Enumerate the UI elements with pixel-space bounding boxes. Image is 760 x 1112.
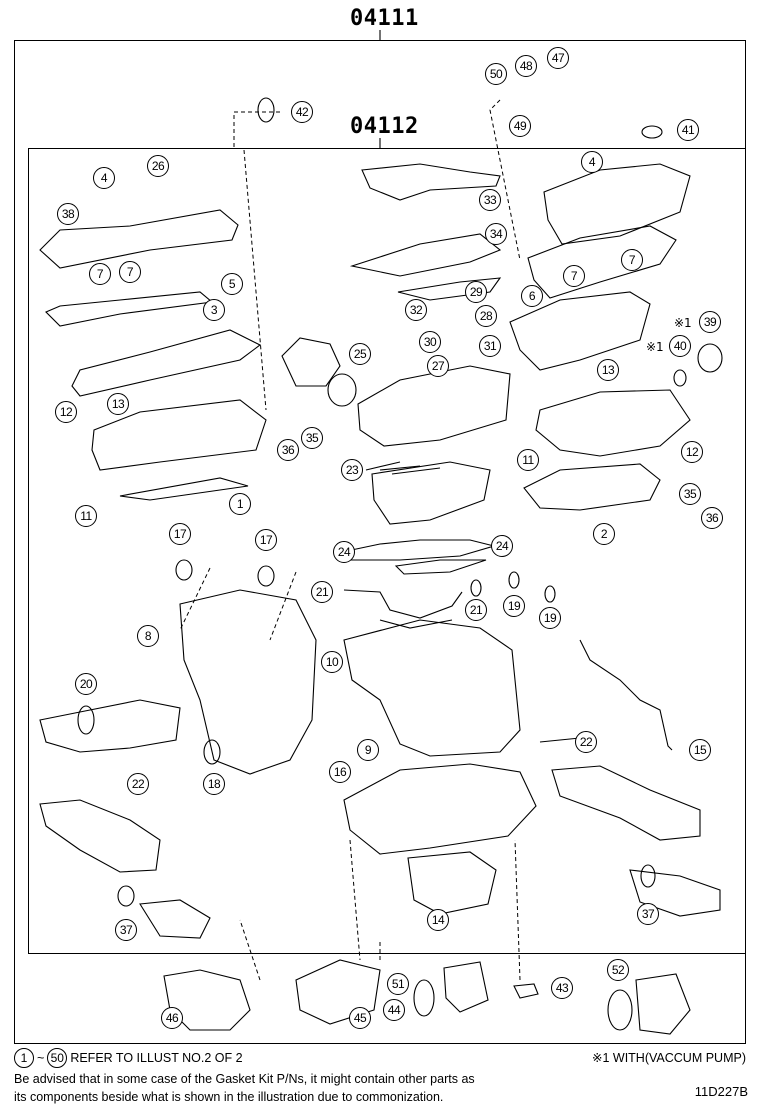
part-callout-c27[interactable]: 27	[427, 355, 449, 377]
part-callout-c19a[interactable]: 19	[503, 595, 525, 617]
part-callout-c23[interactable]: 23	[341, 459, 363, 481]
part-callout-c25[interactable]: 25	[349, 343, 371, 365]
part-callout-c28[interactable]: 28	[475, 305, 497, 327]
part-callout-c9[interactable]: 9	[357, 739, 379, 761]
reference-note: 1 ~ 50 REFER TO ILLUST NO.2 OF 2	[14, 1048, 243, 1068]
vacuum-pump-note: ※1 WITH(VACCUM PUMP)	[592, 1051, 746, 1065]
part-callout-c22a[interactable]: 22	[575, 731, 597, 753]
part-callout-c36b[interactable]: 36	[701, 507, 723, 529]
part-callout-c20[interactable]: 20	[75, 673, 97, 695]
part-callout-c7a[interactable]: 7	[89, 263, 111, 285]
advisory-line-1: Be advised that in some case of the Gask…	[14, 1072, 475, 1086]
part-callout-c26[interactable]: 26	[147, 155, 169, 177]
part-callout-c29[interactable]: 29	[465, 281, 487, 303]
part-callout-c40[interactable]: 40	[669, 335, 691, 357]
part-callout-c5[interactable]: 5	[221, 273, 243, 295]
part-callout-c30[interactable]: 30	[419, 331, 441, 353]
part-callout-c37a[interactable]: 37	[637, 903, 659, 925]
part-callout-c10[interactable]: 10	[321, 651, 343, 673]
part-callout-c39[interactable]: 39	[699, 311, 721, 333]
part-callout-c50[interactable]: 50	[485, 63, 507, 85]
part-callout-c15[interactable]: 15	[689, 739, 711, 761]
part-callout-c16[interactable]: 16	[329, 761, 351, 783]
part-callout-c3[interactable]: 3	[203, 299, 225, 321]
part-callout-c52[interactable]: 52	[607, 959, 629, 981]
part-callout-c13b[interactable]: 13	[107, 393, 129, 415]
diagram-code: 11D227B	[694, 1084, 748, 1099]
part-callout-c34[interactable]: 34	[485, 223, 507, 245]
part-callout-c7c[interactable]: 7	[563, 265, 585, 287]
ref-end-callout: 50	[47, 1048, 68, 1068]
part-callout-c46[interactable]: 46	[161, 1007, 183, 1029]
part-callout-c4a[interactable]: 4	[93, 167, 115, 189]
part-callout-c42[interactable]: 42	[291, 101, 313, 123]
part-callout-c24b[interactable]: 24	[491, 535, 513, 557]
option-marker-m39: ※1	[674, 316, 692, 330]
part-callout-c49[interactable]: 49	[509, 115, 531, 137]
part-callout-c41[interactable]: 41	[677, 119, 699, 141]
part-callout-c13a[interactable]: 13	[597, 359, 619, 381]
part-callout-c31[interactable]: 31	[479, 335, 501, 357]
part-callout-c44[interactable]: 44	[383, 999, 405, 1021]
part-callout-c7b[interactable]: 7	[119, 261, 141, 283]
diagram-footer: 1 ~ 50 REFER TO ILLUST NO.2 OF 2 ※1 WITH…	[0, 1044, 760, 1112]
part-callout-c35a[interactable]: 35	[301, 427, 323, 449]
inner-kit-frame	[28, 148, 746, 954]
ref-start-callout: 1	[14, 1048, 34, 1068]
part-callout-c6[interactable]: 6	[521, 285, 543, 307]
part-callout-c17b[interactable]: 17	[255, 529, 277, 551]
kit-number-inner: 04112	[350, 114, 419, 139]
part-callout-c21a[interactable]: 21	[311, 581, 333, 603]
part-callout-c12b[interactable]: 12	[681, 441, 703, 463]
part-callout-c51[interactable]: 51	[387, 973, 409, 995]
part-callout-c24a[interactable]: 24	[333, 541, 355, 563]
part-callout-c11a[interactable]: 11	[517, 449, 539, 471]
part-callout-c11b[interactable]: 11	[75, 505, 97, 527]
part-callout-c22b[interactable]: 22	[127, 773, 149, 795]
part-callout-c1[interactable]: 1	[229, 493, 251, 515]
part-callout-c4b[interactable]: 4	[581, 151, 603, 173]
part-callout-c38[interactable]: 38	[57, 203, 79, 225]
part-callout-c14[interactable]: 14	[427, 909, 449, 931]
part-callout-c2[interactable]: 2	[593, 523, 615, 545]
ref-separator: ~	[37, 1051, 45, 1065]
part-callout-c21b[interactable]: 21	[465, 599, 487, 621]
part-callout-c47[interactable]: 47	[547, 47, 569, 69]
part-callout-c45[interactable]: 45	[349, 1007, 371, 1029]
kit-number-outer: 04111	[350, 6, 419, 31]
part-callout-c18[interactable]: 18	[203, 773, 225, 795]
part-callout-c19b[interactable]: 19	[539, 607, 561, 629]
part-callout-c8[interactable]: 8	[137, 625, 159, 647]
advisory-line-2: its components beside what is shown in t…	[14, 1090, 444, 1104]
part-callout-c43[interactable]: 43	[551, 977, 573, 999]
part-callout-c33[interactable]: 33	[479, 189, 501, 211]
part-callout-c7d[interactable]: 7	[621, 249, 643, 271]
part-callout-c37b[interactable]: 37	[115, 919, 137, 941]
option-marker-m40: ※1	[646, 340, 664, 354]
part-callout-c36a[interactable]: 36	[277, 439, 299, 461]
part-callout-c12a[interactable]: 12	[55, 401, 77, 423]
part-callout-c17a[interactable]: 17	[169, 523, 191, 545]
part-callout-c48[interactable]: 48	[515, 55, 537, 77]
part-callout-c35b[interactable]: 35	[679, 483, 701, 505]
ref-text: REFER TO ILLUST NO.2 OF 2	[70, 1051, 243, 1065]
part-callout-c32[interactable]: 32	[405, 299, 427, 321]
